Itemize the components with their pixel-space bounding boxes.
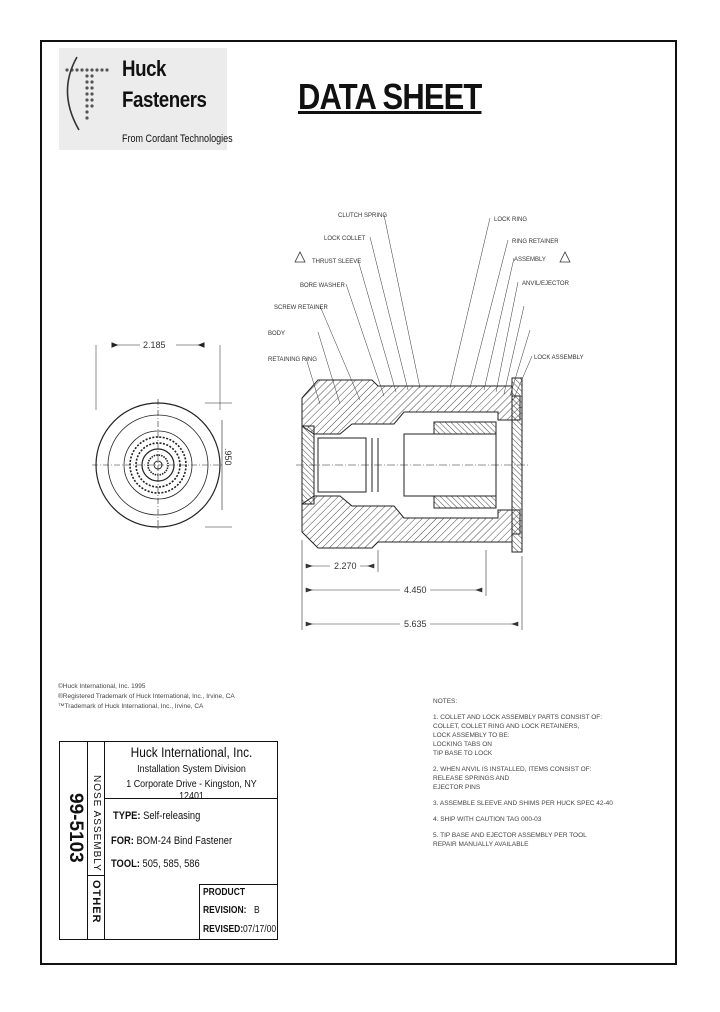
copyright-line: ©Huck International, Inc. 1995 — [58, 683, 146, 690]
notes-title: NOTES: — [433, 698, 458, 705]
revision-box — [199, 884, 278, 940]
type-value: Self-releasing — [143, 810, 201, 822]
type-label: TYPE: — [113, 810, 141, 822]
tool-field: TOOL: 505, 585, 586 — [111, 858, 200, 870]
label-lock-ring: LOCK RING — [494, 217, 527, 223]
assembly-name: NOSE ASSEMBLY — [91, 775, 102, 872]
huck-t-logo-icon — [65, 56, 109, 131]
page-border — [40, 40, 677, 965]
type-field: TYPE: Self-releasing — [113, 810, 200, 822]
dim-5635: 5.635 — [404, 619, 427, 629]
front-diameter-dim: 2.185 — [143, 340, 166, 350]
note-item: 3. ASSEMBLE SLEEVE AND SHIMS PER HUCK SP… — [433, 800, 613, 807]
doc-number-column — [59, 741, 88, 940]
trademark-line: ™Trademark of Huck International, Inc., … — [58, 703, 204, 710]
revised-label: REVISED: — [203, 924, 244, 935]
label-anvil-ejector: ANVIL/EJECTOR — [522, 281, 570, 287]
other-divider — [88, 875, 105, 876]
company-address: 1 Corporate Drive - Kingston, NY 12401 — [126, 778, 257, 802]
for-value: BOM-24 Bind Fastener — [136, 835, 233, 847]
notes-section: NOTES: 1. COLLET AND LOCK ASSEMBLY PARTS… — [433, 698, 633, 856]
logo-tagline: From Cordant Technologies — [122, 133, 233, 145]
page-title: DATA SHEET — [298, 76, 482, 117]
company-block: Huck International, Inc. Installation Sy… — [105, 744, 278, 802]
name-column — [88, 741, 105, 940]
tool-label: TOOL: — [111, 858, 140, 870]
note-item: 1. COLLET AND LOCK ASSEMBLY PARTS CONSIS… — [433, 714, 603, 757]
registered-line: ®Registered Trademark of Huck Internatio… — [58, 693, 235, 700]
dim-4450: 4.450 — [404, 585, 427, 595]
revised-value: 07/17/00 — [243, 924, 277, 935]
label-retaining-ring: RETAINING RING — [268, 357, 317, 363]
label-assembly: ASSEMBLY — [514, 257, 546, 263]
logo-name-line1: Huck — [122, 56, 167, 81]
label-lock-collet: LOCK COLLET — [324, 236, 366, 242]
other-label: OTHER — [90, 880, 102, 924]
note-item: 2. WHEN ANVIL IS INSTALLED, ITEMS CONSIS… — [433, 766, 592, 791]
product-label: PRODUCT — [203, 887, 246, 898]
logo-name-line2: Fasteners — [122, 87, 207, 112]
label-body: BODY — [268, 331, 285, 337]
caution-triangle-icons — [294, 251, 571, 263]
for-field: FOR: BOM-24 Bind Fastener — [111, 835, 232, 847]
dimension-lines — [301, 540, 523, 630]
company-divider — [105, 798, 278, 799]
label-thrust-sleeve: THRUST SLEEVE — [312, 259, 361, 265]
label-screw-retainer: SCREW RETAINER — [274, 305, 329, 311]
label-bore-washer: BORE WASHER — [300, 283, 345, 289]
front-view — [92, 342, 232, 531]
label-clutch-spring: CLUTCH SPRING — [338, 213, 387, 219]
label-lock-assembly: LOCK ASSEMBLY — [534, 355, 584, 361]
tool-value: 505, 585, 586 — [142, 858, 200, 870]
document-number: 99-5103 — [65, 793, 86, 863]
revision-label: REVISION: — [203, 905, 247, 916]
company-name: Huck International, Inc. — [130, 744, 253, 760]
division-name: Installation System Division — [137, 763, 246, 775]
note-item: 5. TIP BASE AND EJECTOR ASSEMBLY PER TOO… — [433, 832, 587, 848]
label-ring-retainer: RING RETAINER — [512, 239, 559, 245]
dim-2270: 2.270 — [334, 561, 357, 571]
revision-value: B — [254, 905, 260, 916]
for-label: FOR: — [111, 835, 134, 847]
front-height-dim: .950 — [223, 448, 233, 466]
section-view — [296, 377, 530, 553]
huck-logo: Huck Fasteners From Cordant Technologies — [59, 48, 233, 150]
title-block — [59, 741, 278, 940]
legal-notices: ©Huck International, Inc. 1995 ®Register… — [58, 682, 235, 712]
leader-lines — [305, 214, 533, 405]
note-item: 4. SHIP WITH CAUTION TAG 000-03 — [433, 816, 542, 823]
